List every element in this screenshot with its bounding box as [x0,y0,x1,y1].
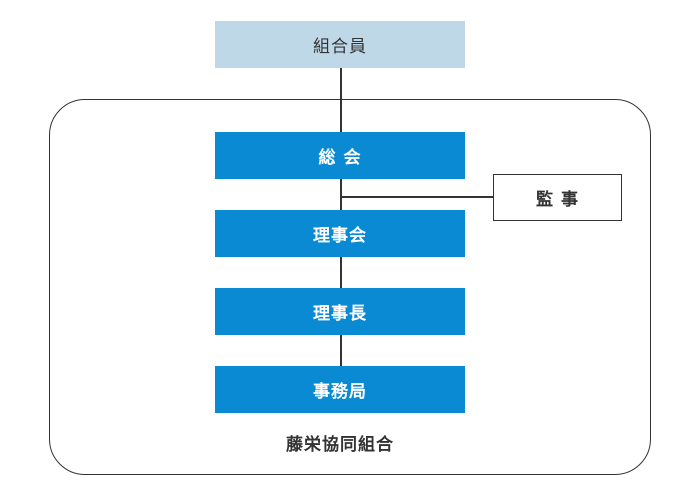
auditor-node: 監 事 [493,174,622,221]
connector-to-auditor [340,196,493,198]
connector-board-to-chairman [340,257,342,288]
auditor-label: 監 事 [536,190,579,210]
secretariat-node: 事務局 [215,366,465,413]
members-label: 組合員 [313,37,367,57]
members-node: 組合員 [215,21,465,68]
board-label: 理事会 [313,226,367,246]
general-meeting-node: 総 会 [215,132,465,179]
chairman-node: 理事長 [215,288,465,335]
board-node: 理事会 [215,210,465,257]
general-meeting-label: 総 会 [318,148,362,168]
connector-general-meeting-to-board [340,179,342,210]
connector-members-to-general-meeting [340,68,342,132]
chairman-label: 理事長 [313,304,367,324]
connector-chairman-to-secretariat [340,335,342,366]
organization-name: 藤栄協同組合 [286,434,394,455]
secretariat-label: 事務局 [313,382,367,402]
organization-boundary [49,99,651,475]
